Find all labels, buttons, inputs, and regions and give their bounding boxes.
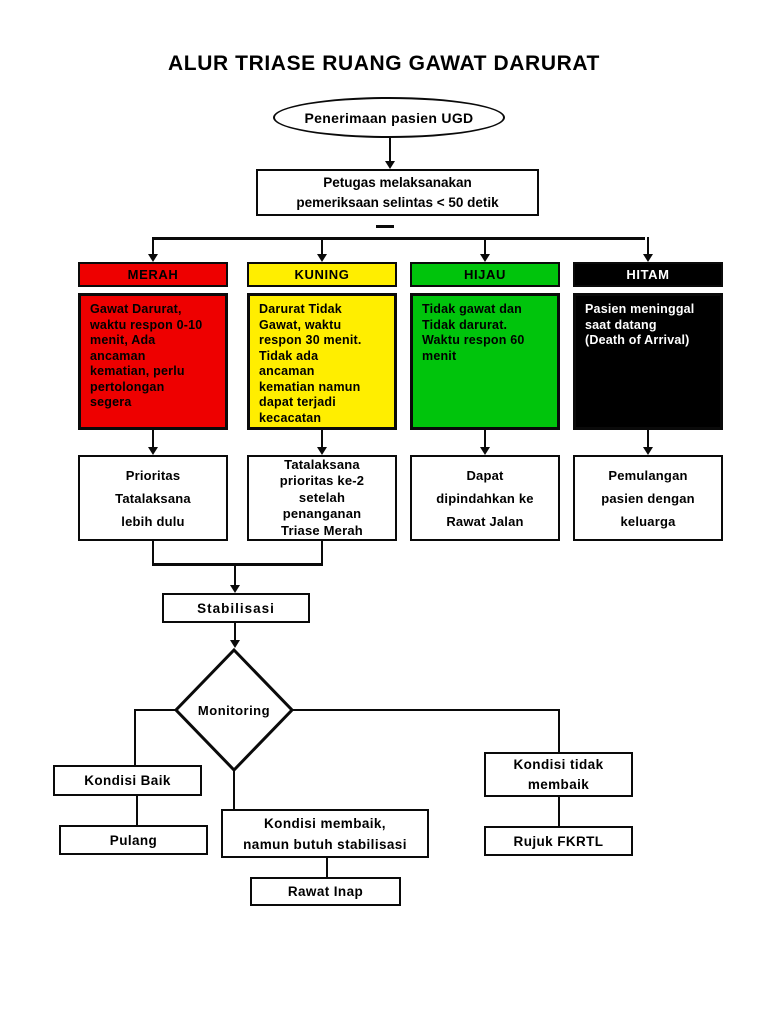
stray-dash xyxy=(376,225,394,228)
arrowhead-icon xyxy=(229,640,240,648)
category-header-hitam: HITAM xyxy=(573,262,723,287)
connector-stab-monitoring xyxy=(233,623,237,641)
connector-distribution xyxy=(151,237,645,240)
arrowhead-icon xyxy=(479,447,490,455)
arrowhead-icon xyxy=(384,161,395,169)
category-action-hijau: Dapat dipindahkan ke Rawat Jalan xyxy=(410,455,560,541)
category-description-kuning: Darurat Tidak Gawat, waktu respon 30 men… xyxy=(247,293,397,430)
category-action-kuning: Tatalaksana prioritas ke-2 setelah penan… xyxy=(247,455,397,541)
arrowhead-icon xyxy=(147,254,158,262)
connector-monitoring-right-down xyxy=(557,708,561,753)
page-title: ALUR TRIASE RUANG GAWAT DARURAT xyxy=(168,52,600,75)
connector-hitam-action xyxy=(646,430,650,448)
outcome-good-condition: Kondisi Baik xyxy=(53,765,202,796)
connector-hijau-action xyxy=(483,430,487,448)
category-action-hitam: Pemulangan pasien dengan keluarga xyxy=(573,455,723,541)
category-description-hijau: Tidak gawat dan Tidak darurat. Waktu res… xyxy=(410,293,560,430)
connector-col-hijau xyxy=(483,237,487,255)
connector-col-hitam xyxy=(646,237,650,255)
connector-col-merah xyxy=(151,237,155,255)
connector-merah-action xyxy=(151,430,155,448)
arrowhead-icon xyxy=(229,585,240,593)
arrowhead-icon xyxy=(316,447,327,455)
connector-good-action xyxy=(135,795,139,825)
start-node-label: Penerimaan pasien UGD xyxy=(304,109,474,126)
connector-start-screening xyxy=(388,137,391,162)
connector-merge-right xyxy=(320,541,324,564)
connector-monitoring-right xyxy=(292,708,560,712)
outcome-improving-action: Rawat Inap xyxy=(250,877,401,906)
connector-kuning-action xyxy=(320,430,324,448)
outcome-improving-condition: Kondisi membaik, namun butuh stabilisasi xyxy=(221,809,429,858)
connector-monitoring-down xyxy=(232,768,236,809)
connector-col-kuning xyxy=(320,237,324,255)
arrowhead-icon xyxy=(642,254,653,262)
connector-merge-down xyxy=(233,563,237,586)
category-header-merah: MERAH xyxy=(78,262,228,287)
category-action-merah: Prioritas Tatalaksana lebih dulu xyxy=(78,455,228,541)
outcome-notimproving-action: Rujuk FKRTL xyxy=(484,826,633,856)
arrowhead-icon xyxy=(316,254,327,262)
connector-monitoring-left xyxy=(135,708,178,712)
connector-monitoring-left-down xyxy=(133,708,137,766)
stabilization-node: Stabilisasi xyxy=(162,593,310,623)
connector-merge-left xyxy=(151,541,155,564)
connector-improving-action xyxy=(325,857,329,877)
arrowhead-icon xyxy=(479,254,490,262)
outcome-notimproving-condition: Kondisi tidak membaik xyxy=(484,752,633,797)
connector-notimproving-action xyxy=(557,796,561,826)
arrowhead-icon xyxy=(147,447,158,455)
outcome-good-action: Pulang xyxy=(59,825,208,855)
category-description-hitam: Pasien meninggal saat datang (Death of A… xyxy=(573,293,723,430)
screening-node: Petugas melaksanakan pemeriksaan selinta… xyxy=(256,169,539,216)
category-header-hijau: HIJAU xyxy=(410,262,560,287)
arrowhead-icon xyxy=(642,447,653,455)
connector-merge-horizontal xyxy=(151,563,324,566)
category-description-merah: Gawat Darurat, waktu respon 0-10 menit, … xyxy=(78,293,228,430)
category-header-kuning: KUNING xyxy=(247,262,397,287)
monitoring-label: Monitoring xyxy=(197,702,271,718)
start-node: Penerimaan pasien UGD xyxy=(273,97,505,138)
